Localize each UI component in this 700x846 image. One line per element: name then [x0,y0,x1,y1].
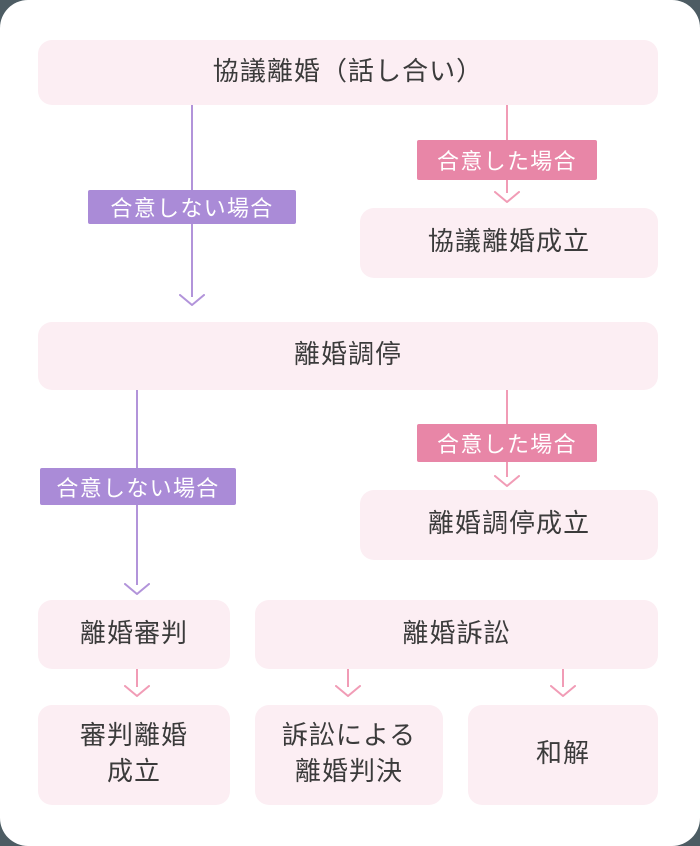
chevron-down-icon [124,685,150,698]
chevron-down-icon [179,294,205,307]
edge-label-text: 合意した場合 [437,150,577,175]
chevron-down-icon [494,191,520,204]
node-label: 離婚審判 [79,618,189,649]
edge-label-text: 合意した場合 [437,433,577,458]
node-label: 離婚訴訟 [402,618,511,649]
node-shimpan-rikon-seiritsu: 審判離婚 成立 [38,705,230,805]
node-label-line2: 離婚判決 [294,757,404,787]
edge-label-text: 合意しない場合 [110,197,274,222]
edge-label-agreed-1: 合意した場合 [417,140,597,180]
edge-label-not-agreed-1: 合意しない場合 [88,190,296,224]
edge-line-sosho-wakai [562,669,564,687]
edge-label-text: 合意しない場合 [56,476,220,502]
node-label-line1: 訴訟による [281,721,417,752]
node-label: 協議離婚成立 [427,227,591,258]
chevron-down-icon [550,685,576,698]
edge-label-not-agreed-2: 合意しない場合 [40,468,236,505]
node-rikon-chotei-seiritsu: 離婚調停成立 [360,490,658,560]
node-kyogi-rikon-seiritsu: 協議離婚成立 [360,208,658,278]
node-rikon-sosho: 離婚訴訟 [255,600,658,669]
node-rikon-shimpan: 離婚審判 [38,600,230,669]
node-label: 和解 [535,739,591,770]
edge-line-shimpan-result [136,669,138,687]
node-rikon-chotei: 離婚調停 [38,322,658,390]
node-label-line2: 成立 [106,757,162,787]
node-label: 協議離婚（話し合い） [212,56,484,87]
node-kyogi-rikon: 協議離婚（話し合い） [38,40,658,105]
edge-label-agreed-2: 合意した場合 [417,424,597,462]
node-label: 離婚調停 [293,340,403,371]
chevron-down-icon [335,685,361,698]
node-label: 離婚調停成立 [427,509,591,540]
chevron-down-icon [124,583,150,596]
chevron-down-icon [494,475,520,488]
node-wakai: 和解 [468,705,658,805]
edge-line-sosho-hanketsu [347,669,349,687]
node-sosho-rikon-hanketsu: 訴訟による 離婚判決 [255,705,443,805]
node-label-line1: 審判離婚 [79,721,189,752]
